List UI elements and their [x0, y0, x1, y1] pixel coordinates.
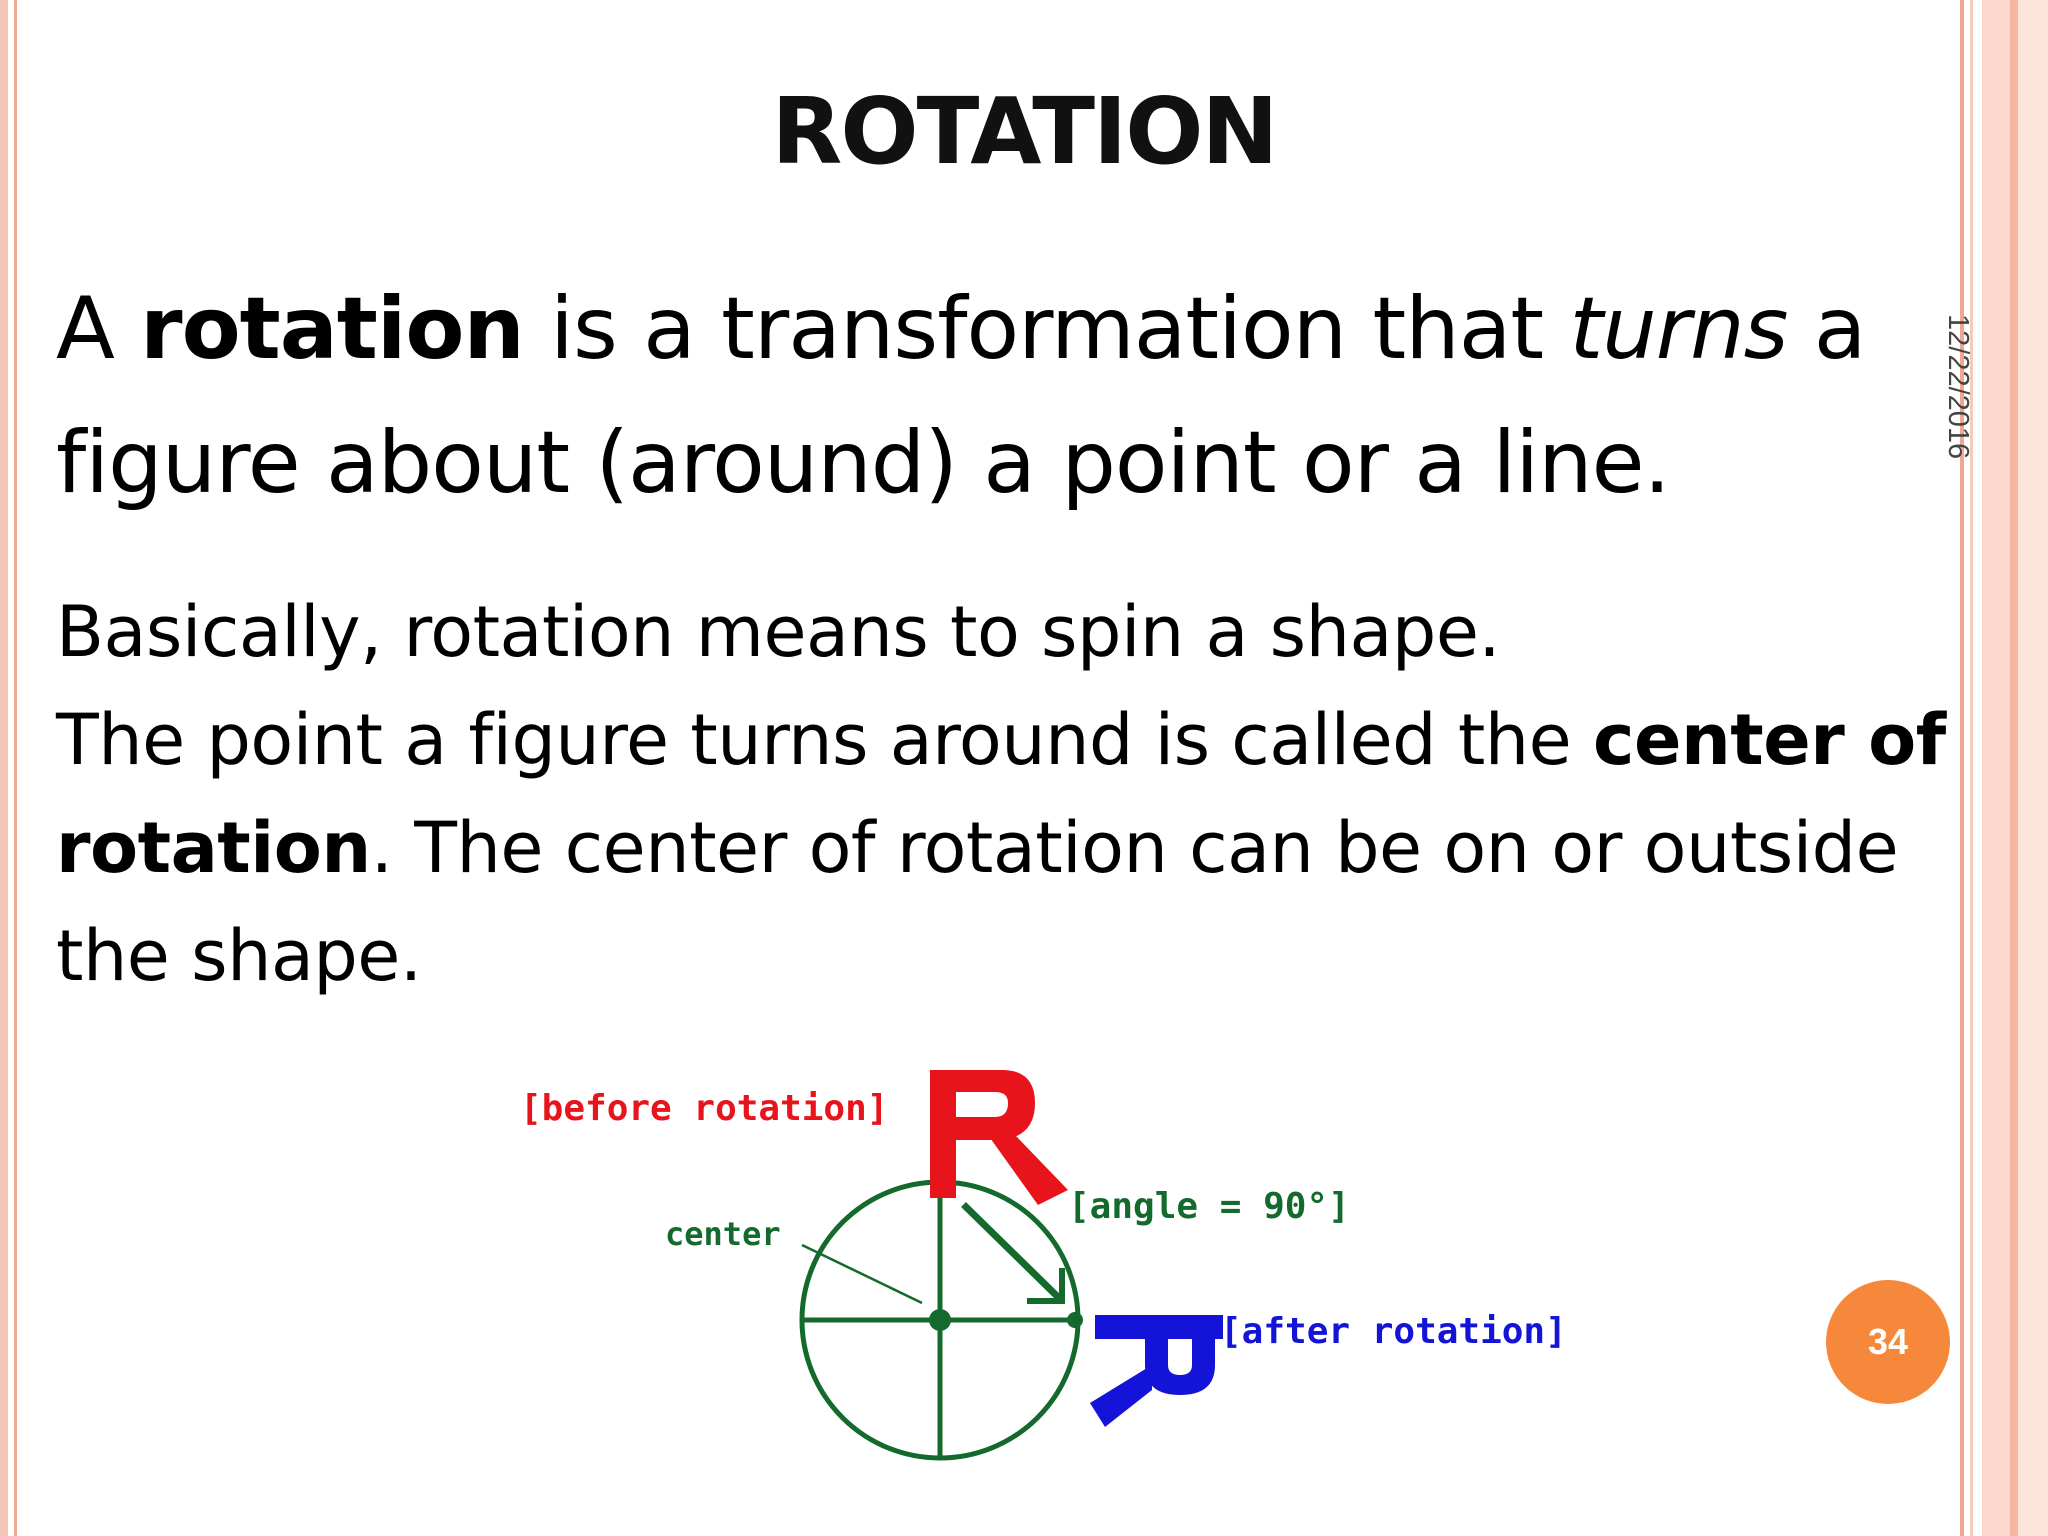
slide-date: 12/22/2016 [1942, 314, 1974, 460]
letter-r-before-icon [930, 1070, 1068, 1205]
slide-border-left-inner [14, 0, 17, 1536]
angle-label: [angle = 90°] [1068, 1186, 1350, 1227]
right-point [1067, 1312, 1083, 1328]
slide-border-right-band-2 [2018, 0, 2048, 1536]
slide-border-right-line-3 [2010, 0, 2018, 1536]
slide-date-container: 12/22/2016 [1936, 314, 1976, 494]
slide-border-right-band-1 [1982, 0, 2010, 1536]
before-rotation-label: [before rotation] [520, 1088, 888, 1129]
center-point [929, 1309, 951, 1331]
letter-r-after-icon [1090, 1315, 1223, 1427]
lead-text-1: A [56, 279, 141, 379]
body-p2-bold: center of rotation [56, 699, 1946, 889]
lead-text-3: a figure about (around) a point or a lin… [56, 279, 1866, 513]
body-p2-start: The point a figure turns around is calle… [56, 699, 1593, 781]
body-paragraphs: Basically, rotation means to spin a shap… [56, 578, 1966, 1010]
lead-text-2: is a transformation that [523, 279, 1570, 379]
lead-italic-word: turns [1569, 279, 1789, 379]
slide-title: ROTATION [771, 78, 1279, 185]
angle-arrow-icon [961, 1202, 1065, 1304]
lead-definition: A rotation is a transformation that turn… [56, 262, 1996, 530]
after-rotation-label: [after rotation] [1220, 1311, 1567, 1352]
body-paragraph-2: The point a figure turns around is calle… [56, 686, 1966, 1010]
center-label: center [665, 1215, 781, 1253]
body-line-1: Basically, rotation means to spin a shap… [56, 591, 1501, 673]
slide-border-left-outer [0, 0, 8, 1536]
center-pointer-line [801, 1243, 923, 1305]
slide-border-right-line-1 [1960, 0, 1964, 1536]
page-number-badge: 34 [1826, 1280, 1950, 1404]
body-p2-end: . The center of rotation can be on or ou… [56, 807, 1899, 997]
rotation-diagram: [before rotation] center [angle = 90°] [… [520, 1070, 1567, 1461]
slide-border-right-line-2 [1970, 0, 1973, 1536]
lead-bold-word: rotation [140, 279, 525, 379]
